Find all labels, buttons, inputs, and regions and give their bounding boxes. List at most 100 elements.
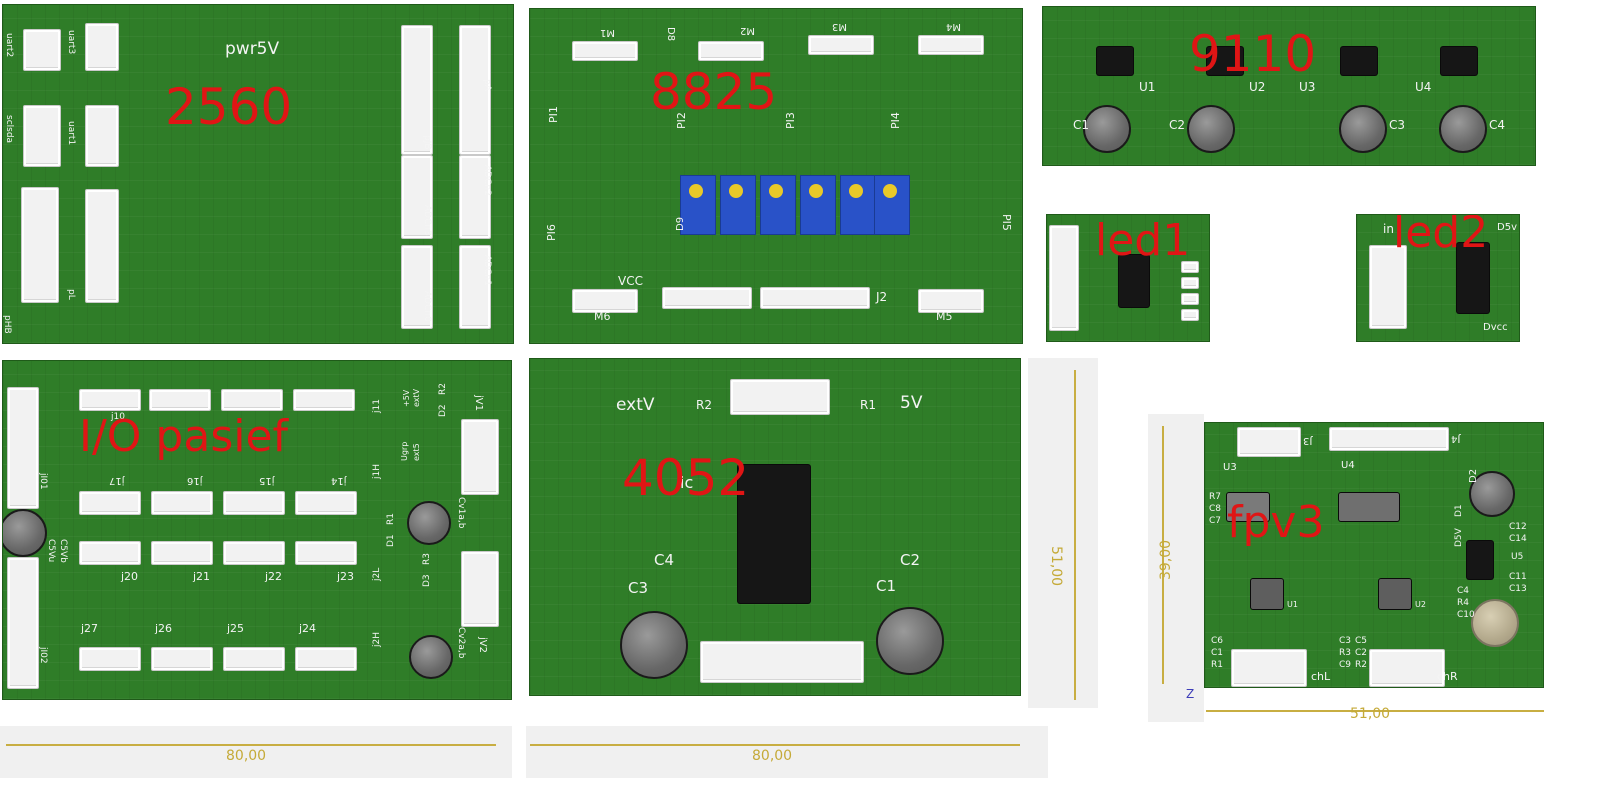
connector-m6 <box>572 289 638 313</box>
connector-uart1 <box>85 105 119 167</box>
label-j25: j25 <box>227 622 245 635</box>
connector-ji01 <box>7 387 39 509</box>
label-c9-fpv: C9 <box>1339 660 1352 670</box>
label-c13: C13 <box>1509 584 1527 594</box>
label-jv2: jV2 <box>477 637 488 653</box>
label-r3: R3 <box>422 553 432 565</box>
label-5v: 5V <box>900 393 923 413</box>
connector-j4 <box>1329 427 1449 451</box>
label-d1-fpv: D1 <box>1454 504 1464 517</box>
connector-chl <box>1231 649 1307 687</box>
board-9110: 9110 U1 U2 U3 U4 C1 C2 C3 C4 <box>1042 6 1536 166</box>
connector-pjb <box>401 25 433 155</box>
connector-j17 <box>79 491 141 515</box>
label-j14: j14 <box>331 475 347 486</box>
connector-m4 <box>918 35 984 55</box>
label-pi4: PI4 <box>889 112 902 129</box>
connector-j20 <box>79 541 141 565</box>
dimension-line-mid <box>530 744 1020 746</box>
label-r4: R4 <box>1457 598 1469 608</box>
label-ext5: ext5 <box>412 443 421 461</box>
connector-phb <box>21 187 59 303</box>
label-r1-fpv: R1 <box>1211 660 1223 670</box>
label-d8: D8 <box>665 27 676 42</box>
label-c1: C1 <box>1073 118 1090 132</box>
label-m4: M4 <box>946 21 961 32</box>
label-j3: J3 <box>1303 435 1313 446</box>
dimension-strip-vertical <box>1028 358 1098 708</box>
connector-j23 <box>295 541 357 565</box>
chip-u2-fpv <box>1379 579 1411 609</box>
label-sclsda: sclsda <box>4 115 14 144</box>
board-title-led1: led1 <box>1095 215 1191 266</box>
pad-led1-3 <box>1181 293 1199 305</box>
chip-u2 <box>1207 47 1243 75</box>
label-u1-fpv: U1 <box>1287 600 1298 609</box>
label-m3: M3 <box>832 21 847 32</box>
label-j2l: j2L <box>372 567 382 581</box>
label-r2-fpv: R2 <box>1355 660 1367 670</box>
axis-z-label: Z <box>1186 687 1195 701</box>
connector-adcn0 <box>401 245 433 329</box>
potentiometer-1 <box>680 175 716 235</box>
board-fpv3: fpv3 J3 J4 U3 U4 D2 R7 C8 C7 D5V D1 C12 … <box>1204 422 1544 688</box>
label-d5v-fpv: D5V <box>1454 528 1464 547</box>
board-title-led2: led2 <box>1393 214 1489 258</box>
capacitor-c3-4052 <box>620 611 688 679</box>
capacitor-fpv-top <box>1469 471 1515 517</box>
label-d1: D1 <box>386 534 396 547</box>
label-u2: U2 <box>1249 80 1266 94</box>
label-c11: C11 <box>1509 572 1527 582</box>
label-adcn0: ADCn0 <box>422 291 432 322</box>
label-c4-fpv: C4 <box>1457 586 1470 596</box>
capacitor-c4 <box>1439 105 1487 153</box>
chip-u1 <box>1097 47 1133 75</box>
label-d9: D9 <box>675 216 686 231</box>
label-jv1: jV1 <box>473 395 484 411</box>
label-u3: U3 <box>1299 80 1316 94</box>
connector-m3 <box>808 35 874 55</box>
label-u3-fpv: U3 <box>1223 462 1237 473</box>
connector-top-4052 <box>730 379 830 415</box>
chip-u4 <box>1441 47 1477 75</box>
board-title-9110: 9110 <box>1189 25 1317 83</box>
connector-ji02 <box>7 557 39 689</box>
connector-j10 <box>79 389 141 411</box>
label-c4-4052: C4 <box>654 551 675 569</box>
dimension-text-fpv-vertical: 39,00 <box>1158 539 1174 580</box>
label-j16: j16 <box>187 475 203 486</box>
label-adcn2: ADCn2 <box>482 165 492 196</box>
connector-j26 <box>151 647 213 671</box>
connector-adcn2 <box>459 155 491 239</box>
label-j22: j22 <box>265 570 283 583</box>
connector-sclsda <box>23 105 61 167</box>
dimension-line-vertical <box>1074 370 1076 700</box>
label-c14: C14 <box>1509 534 1527 544</box>
label-j4: J4 <box>1451 433 1461 444</box>
label-plus5v: +5V <box>402 389 411 407</box>
connector-adcn1 <box>459 245 491 329</box>
label-m6: M6 <box>594 310 611 323</box>
label-in: in <box>1383 222 1394 236</box>
connector-adcn3 <box>401 155 433 239</box>
label-j11: j11 <box>372 399 382 413</box>
label-c2: C2 <box>1169 118 1186 132</box>
label-uart2: uart2 <box>4 33 14 58</box>
label-ugrp: Ugrp <box>400 441 409 461</box>
label-j2: J2 <box>876 290 888 304</box>
label-adcn3: ADCn3 <box>422 205 432 236</box>
label-u1: U1 <box>1139 80 1156 94</box>
dimension-strip-left <box>0 726 512 778</box>
label-j23: j23 <box>337 570 355 583</box>
capacitor-c5v <box>3 509 47 557</box>
potentiometer-4 <box>800 175 836 235</box>
buzzer-fpv <box>1471 599 1519 647</box>
label-pjb: pJB <box>422 135 432 150</box>
connector-bottom-4052 <box>700 641 864 683</box>
potentiometer-3 <box>760 175 796 235</box>
label-r1-4052: R1 <box>860 398 876 412</box>
connector-j24 <box>295 647 357 671</box>
label-r3-fpv: R3 <box>1339 648 1351 658</box>
chip-led2 <box>1457 243 1489 313</box>
